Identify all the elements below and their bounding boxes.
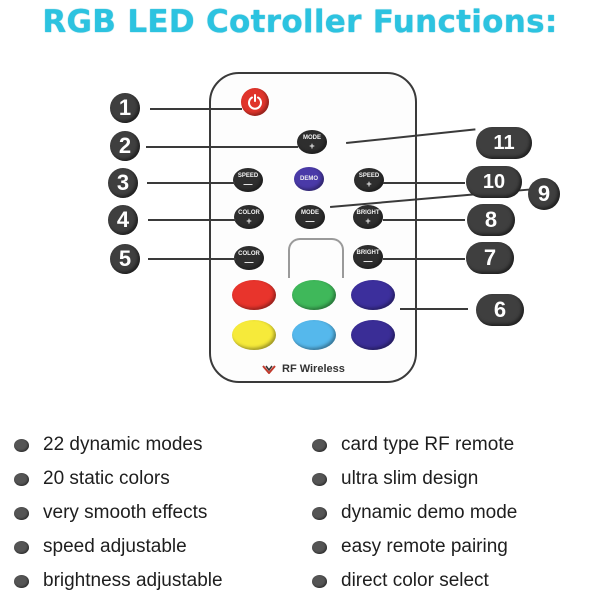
plus-icon: + (309, 140, 315, 151)
list-item: dynamic demo mode (312, 496, 517, 530)
mode-down-button[interactable]: MODE — (295, 205, 325, 229)
speed-down-button[interactable]: SPEED — (233, 168, 263, 192)
color-button-green[interactable] (292, 280, 336, 310)
bullet-icon (312, 472, 327, 486)
demo-button[interactable]: DEMO (294, 167, 324, 191)
page-title: RGB LED Cotroller Functions: (42, 4, 558, 40)
callout-4: 4 (108, 205, 138, 235)
plus-icon: + (366, 178, 372, 189)
bullet-icon (14, 506, 29, 520)
minus-icon: — (363, 255, 373, 266)
remote-notch (288, 238, 344, 278)
bright-up-button[interactable]: BRIGHT + (353, 205, 383, 229)
bullet-icon (312, 438, 327, 452)
leader-line-10 (383, 182, 465, 184)
minus-icon: — (243, 178, 253, 189)
features-right: card type RF remote ultra slim design dy… (312, 428, 517, 598)
bullet-icon (312, 540, 327, 554)
callout-10: 10 (466, 166, 522, 198)
callout-3: 3 (108, 168, 138, 198)
leader-line-6 (400, 308, 468, 310)
bright-up-label: BRIGHT (356, 209, 380, 216)
bullet-icon (14, 438, 29, 452)
list-item: speed adjustable (14, 530, 223, 564)
leader-line-2 (146, 146, 298, 148)
callout-7: 7 (466, 242, 514, 274)
bullet-icon (312, 574, 327, 588)
demo-label: DEMO (300, 176, 318, 182)
list-item: direct color select (312, 564, 517, 598)
mode-down-label: MODE (301, 209, 319, 216)
leader-line-8 (383, 219, 465, 221)
bright-down-button[interactable]: BRIGHT — (353, 245, 383, 269)
color-up-button[interactable]: COLOR + (234, 205, 264, 229)
plus-icon: + (365, 215, 371, 226)
rf-wireless-logo: RF Wireless (262, 363, 382, 375)
color-button-yellow[interactable] (232, 320, 276, 350)
callout-8: 8 (467, 204, 515, 236)
leader-line-7 (383, 258, 465, 260)
callout-11: 11 (476, 127, 532, 159)
list-item: brightness adjustable (14, 564, 223, 598)
mode-up-label: MODE (303, 134, 321, 141)
bullet-icon (14, 574, 29, 588)
bright-down-label: BRIGHT (356, 249, 380, 256)
minus-icon: — (305, 215, 315, 226)
callout-1: 1 (110, 93, 140, 123)
callout-6: 6 (476, 294, 524, 326)
list-item: 22 dynamic modes (14, 428, 223, 462)
color-button-red[interactable] (232, 280, 276, 310)
features-left: 22 dynamic modes 20 static colors very s… (14, 428, 223, 598)
speed-up-label: SPEED (358, 172, 380, 179)
minus-icon: — (244, 256, 254, 267)
leader-line-4 (148, 219, 236, 221)
list-item: card type RF remote (312, 428, 517, 462)
color-button-violet[interactable] (351, 320, 395, 350)
color-up-label: COLOR (238, 209, 260, 216)
leader-line-3 (147, 182, 235, 184)
power-icon (248, 94, 262, 110)
list-item: very smooth effects (14, 496, 223, 530)
color-down-button[interactable]: COLOR — (234, 246, 264, 270)
mode-up-button[interactable]: MODE + (297, 130, 327, 154)
bullet-icon (14, 472, 29, 486)
color-button-light-blue[interactable] (292, 320, 336, 350)
callout-9: 9 (528, 178, 560, 210)
list-item: 20 static colors (14, 462, 223, 496)
speed-up-button[interactable]: SPEED + (354, 168, 384, 192)
wireless-icon (262, 365, 276, 374)
rf-wireless-label: RF Wireless (282, 363, 345, 375)
callout-2: 2 (110, 131, 140, 161)
color-down-label: COLOR (238, 250, 260, 257)
list-item: ultra slim design (312, 462, 517, 496)
plus-icon: + (246, 215, 252, 226)
color-button-blue[interactable] (351, 280, 395, 310)
bullet-icon (312, 506, 327, 520)
power-button[interactable] (241, 88, 269, 116)
bullet-icon (14, 540, 29, 554)
leader-line-1 (150, 108, 242, 110)
speed-down-label: SPEED (237, 172, 259, 179)
callout-5: 5 (110, 244, 140, 274)
list-item: easy remote pairing (312, 530, 517, 564)
leader-line-5 (148, 258, 236, 260)
